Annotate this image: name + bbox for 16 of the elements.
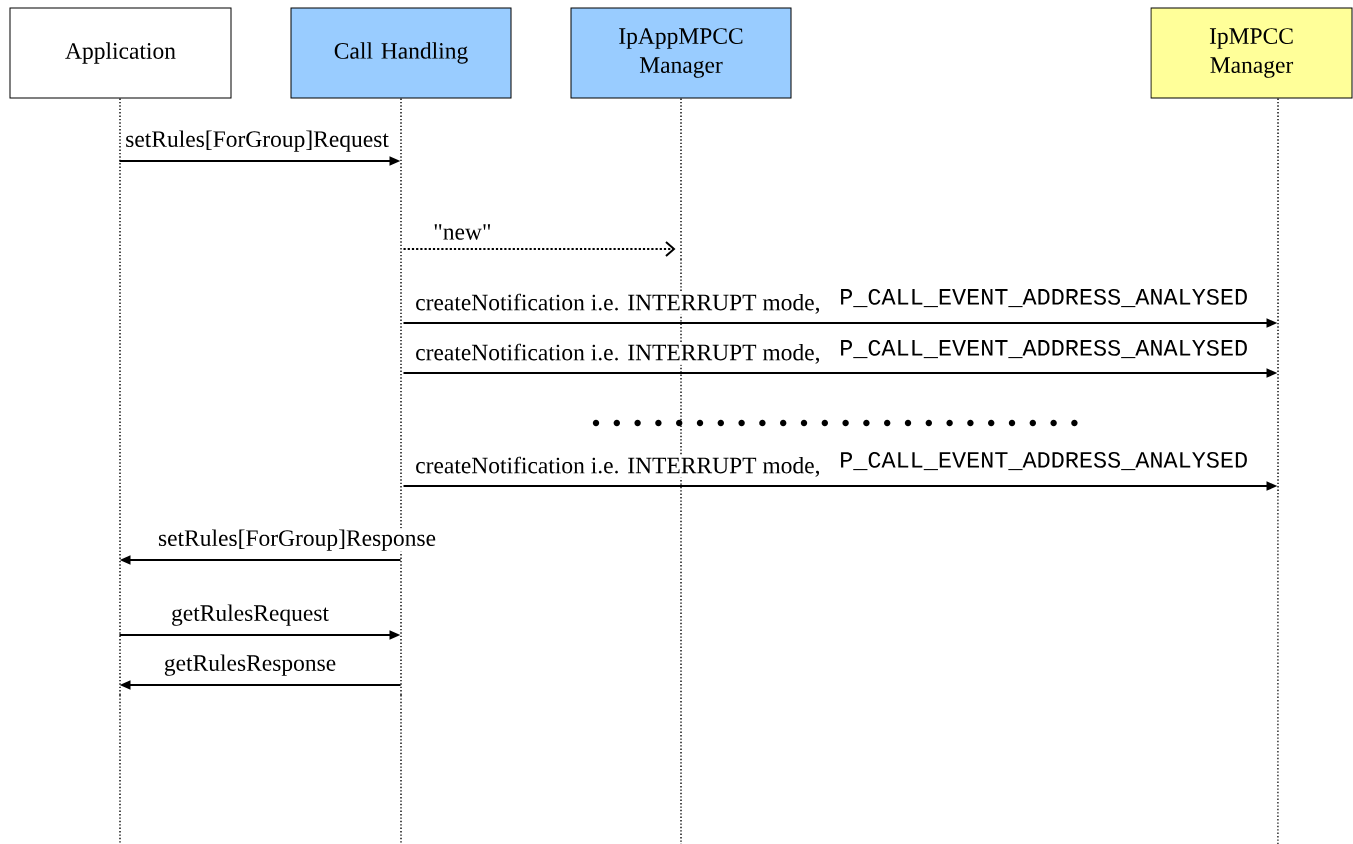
participant-box: Application xyxy=(9,7,232,99)
edge-label: setRules[ForGroup]Request xyxy=(126,130,389,152)
edge-label: createNotification i.e. INTERRUPT mode, xyxy=(416,293,819,314)
participant-box: IpAppMPCC Manager xyxy=(570,7,792,99)
edge-label: setRules[ForGroup]Response xyxy=(158,529,436,551)
message-arrow xyxy=(403,241,676,257)
event-name: P_CALL_EVENT_ADDRESS_ANALYSED xyxy=(841,451,1247,471)
edge-label: getRulesResponse xyxy=(164,654,336,676)
edge-label: getRulesRequest xyxy=(172,604,329,626)
edge-label: "new" xyxy=(434,224,491,240)
event-name: P_CALL_EVENT_ADDRESS_ANALYSED xyxy=(841,339,1247,359)
participant-box: Call Handling xyxy=(290,7,512,99)
edge-label: createNotification i.e. INTERRUPT mode, xyxy=(416,456,819,477)
participant-box: IpMPCC Manager xyxy=(1150,7,1353,99)
event-name: P_CALL_EVENT_ADDRESS_ANALYSED xyxy=(841,288,1247,308)
edge-label: createNotification i.e. INTERRUPT mode, xyxy=(416,343,819,364)
